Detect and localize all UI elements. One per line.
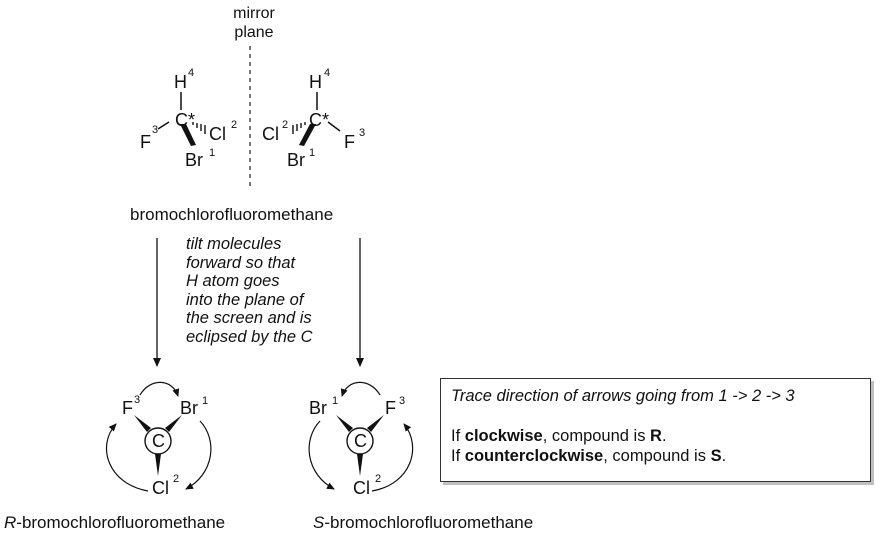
center-atom: C xyxy=(354,431,367,451)
atom-br: Br xyxy=(185,150,203,170)
atom-br: Br xyxy=(180,398,198,418)
hash-bond-cl xyxy=(292,122,306,134)
atom-br: Br xyxy=(309,398,327,418)
atom-cl: Cl xyxy=(353,478,370,498)
info-counterclockwise-rule: If counterclockwise, compound is S. xyxy=(451,447,727,465)
info-instruction: Trace direction of arrows going from 1 -… xyxy=(451,387,795,405)
curve-arrow-2-3 xyxy=(371,423,414,492)
curve-arrow-3-1 xyxy=(340,381,381,397)
rank-br: 1 xyxy=(309,147,315,159)
atom-f: F xyxy=(122,398,133,418)
mirror-label-line2: plane xyxy=(234,24,274,41)
wedge-f xyxy=(134,415,151,432)
curve-arrow-1-2 xyxy=(185,420,212,490)
atom-br: Br xyxy=(287,150,305,170)
molecule-right: H 4 C* Cl 2 F 3 Br 1 xyxy=(262,67,365,170)
rank-f: 3 xyxy=(152,124,158,136)
rank-f: 3 xyxy=(359,127,365,139)
atom-h: H xyxy=(174,72,187,92)
atom-cl: Cl xyxy=(209,124,226,144)
wedge-cl xyxy=(357,454,363,476)
hash-bond-cl xyxy=(192,122,206,134)
tilt-note-line: forward so that xyxy=(186,253,296,272)
tilt-note-line: into the plane of xyxy=(186,290,304,309)
info-clockwise-rule: If clockwise, compound is R. xyxy=(451,427,667,445)
atom-cl: Cl xyxy=(262,124,279,144)
rank-f: 3 xyxy=(399,395,405,407)
rank-cl: 2 xyxy=(282,119,288,131)
atom-f: F xyxy=(385,398,396,418)
rank-cl: 2 xyxy=(375,473,381,485)
rank-cl: 2 xyxy=(231,119,237,131)
wedge-f xyxy=(367,415,384,432)
wedge-bond-br xyxy=(299,124,316,146)
rule-info-box: Trace direction of arrows going from 1 -… xyxy=(440,378,871,482)
rank-cl: 2 xyxy=(173,473,179,485)
atom-cl: Cl xyxy=(152,478,169,498)
rank-h: 4 xyxy=(188,67,194,79)
rank-br: 1 xyxy=(202,395,208,407)
compound-name: bromochlorofluoromethane xyxy=(130,205,333,224)
curve-arrow-1-2 xyxy=(308,420,335,490)
wedge-bond-br xyxy=(180,124,196,146)
atom-h: H xyxy=(309,72,322,92)
atom-f: F xyxy=(140,132,151,152)
atom-f: F xyxy=(344,132,355,152)
curve-arrow-3-1 xyxy=(139,381,180,397)
curve-arrow-2-3 xyxy=(106,423,149,492)
caption-r: R-bromochlorofluoromethane xyxy=(4,513,225,532)
tilt-instruction-note: tilt molecules forward so that H atom go… xyxy=(186,235,386,347)
wedge-cl xyxy=(155,454,161,476)
wedge-br xyxy=(165,415,182,432)
mirror-plane-label: mirror plane xyxy=(224,4,284,42)
tilt-note-line: the screen and is xyxy=(186,309,312,328)
mirror-label-line1: mirror xyxy=(233,5,275,22)
center-atom: C xyxy=(152,431,165,451)
caption-s: S-bromochlorofluoromethane xyxy=(313,513,533,532)
rank-h: 4 xyxy=(324,67,330,79)
rank-f: 3 xyxy=(134,394,140,406)
rank-br: 1 xyxy=(332,395,338,407)
molecule-left: H 4 C* F 3 Cl 2 Br 1 xyxy=(140,67,237,170)
tilt-note-line: H atom goes xyxy=(186,272,280,291)
atom-c: C* xyxy=(175,110,195,130)
newman-right: C Br 1 F 3 Cl 2 xyxy=(308,381,414,498)
newman-left: C F 3 Br 1 Cl 2 xyxy=(106,381,212,498)
rank-br: 1 xyxy=(209,147,215,159)
tilt-note-line: tilt molecules xyxy=(186,235,282,253)
wedge-br xyxy=(336,415,353,432)
atom-c: C* xyxy=(309,110,329,130)
tilt-note-line: eclipsed by the C xyxy=(186,327,313,346)
